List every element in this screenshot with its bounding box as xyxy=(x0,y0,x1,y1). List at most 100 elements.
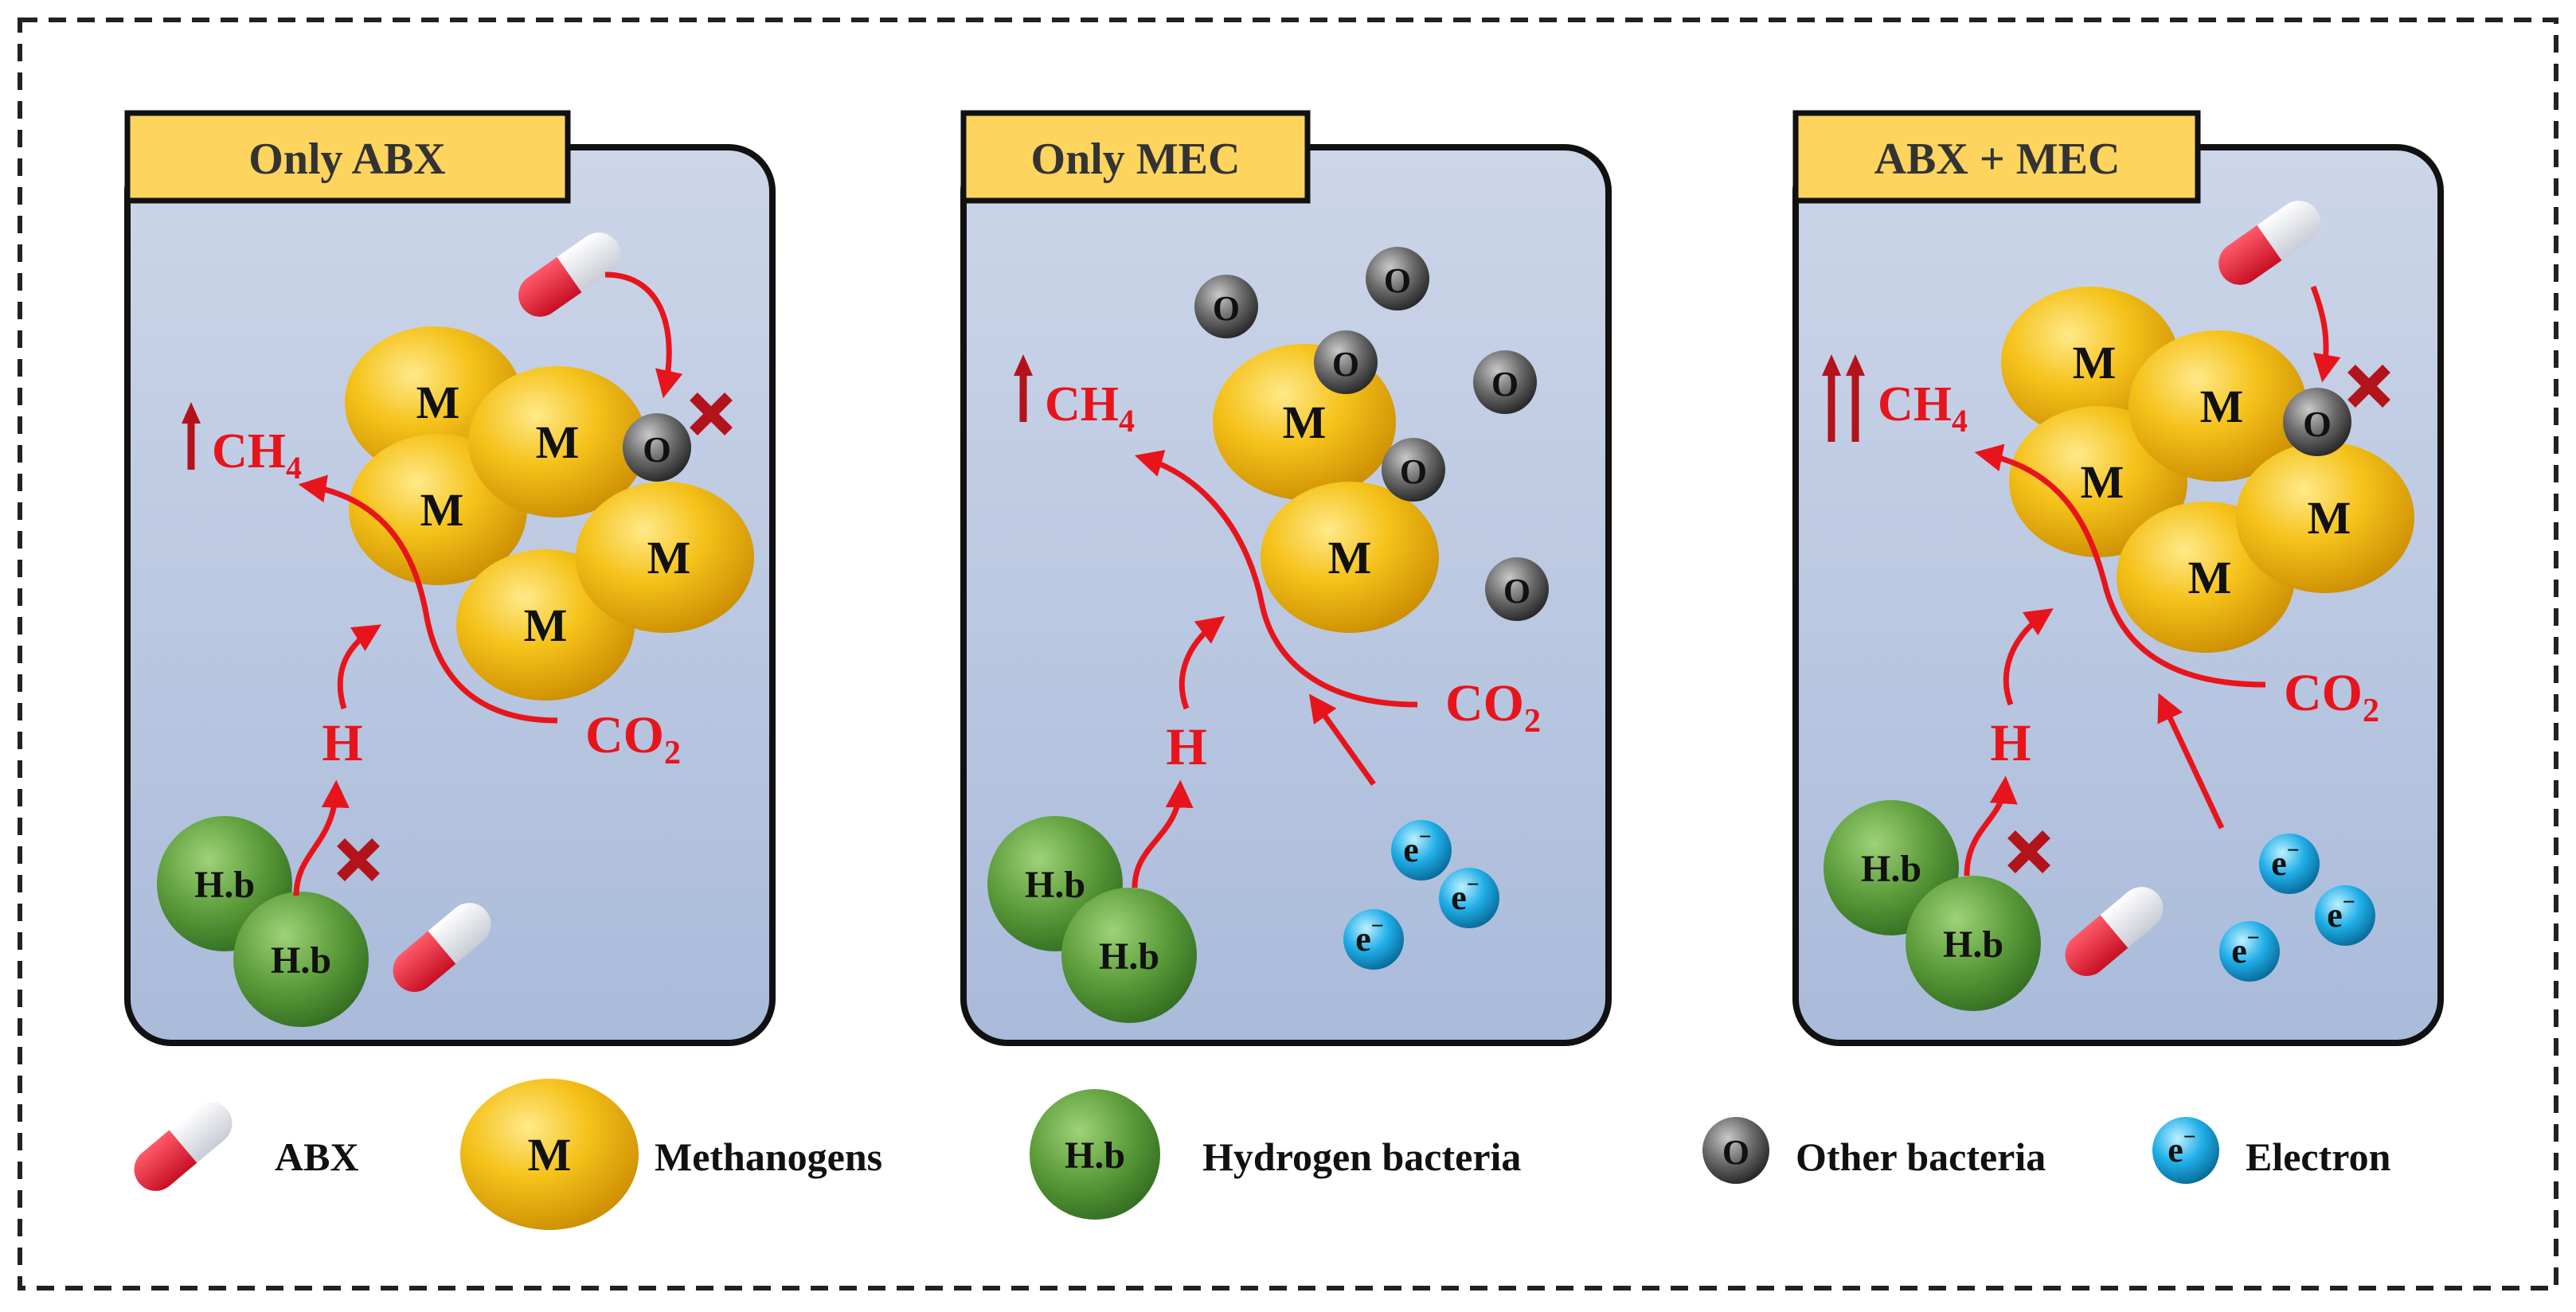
electron-label: e− xyxy=(1403,825,1432,869)
methanogen-label: M xyxy=(1283,396,1327,448)
legend: ABX M Methanogens H.b Hydrogen bacteria … xyxy=(125,1079,2391,1230)
electron-label: e− xyxy=(1355,914,1384,959)
methanogen-icon xyxy=(576,482,754,633)
abx-arrow xyxy=(604,271,683,399)
methanogen-label: M xyxy=(416,377,460,428)
other-bacteria-icon xyxy=(2283,388,2351,456)
electron-arrow xyxy=(1308,693,1376,787)
methanogen-label: M xyxy=(2081,456,2125,508)
methanogen-label: M xyxy=(536,416,580,468)
electron-label: e− xyxy=(1451,873,1480,917)
panel-title: Only MEC xyxy=(1031,135,1241,184)
methanogen-label: M xyxy=(1328,532,1372,584)
methanogen-label: M xyxy=(2200,381,2244,432)
panel-only-mec: Only MEC CH4 M M O O O O O O CO2 H H.b H… xyxy=(960,110,1612,1046)
h-to-methanogen-arrow xyxy=(1179,615,1225,710)
other-bacteria-icon xyxy=(1473,350,1537,414)
legend-methanogen-symbol: M xyxy=(528,1129,572,1181)
hydrogen-label: H xyxy=(1990,714,2031,772)
other-bacteria-label: O xyxy=(1384,261,1411,300)
other-bacteria-label: O xyxy=(1503,572,1530,611)
methanogen-label: M xyxy=(2188,552,2232,603)
other-bacteria-label: O xyxy=(1491,365,1519,404)
legend-electron-label: Electron xyxy=(2246,1134,2391,1179)
hydrogen-bacteria-label: H.b xyxy=(1861,848,1921,890)
hb-to-h-arrow xyxy=(293,779,350,896)
other-bacteria-icon xyxy=(1702,1117,1769,1184)
legend-hydrogen-label: Hydrogen bacteria xyxy=(1202,1134,1521,1179)
legend-other-symbol: O xyxy=(1722,1133,1749,1172)
electron-icon xyxy=(2152,1117,2219,1184)
electron-icon xyxy=(1391,820,1452,881)
legend-other-label: Other bacteria xyxy=(1796,1134,2046,1179)
ch4-label: CH4 xyxy=(1045,377,1135,439)
electron-icon xyxy=(2219,921,2280,982)
methanogen-icon xyxy=(2236,442,2414,593)
methanogen-cluster: M M M M M xyxy=(345,326,754,701)
co2-to-ch4-arrow xyxy=(298,474,558,724)
hydrogen-bacteria-label: H.b xyxy=(271,939,331,982)
electron-icon xyxy=(1343,909,1404,970)
methanogen-label: M xyxy=(2308,492,2351,544)
hydrogen-bacteria-label: H.b xyxy=(1943,923,2003,966)
other-bacteria-icon xyxy=(1382,438,1445,502)
methanogen-label: M xyxy=(2073,337,2117,389)
co2-to-ch4-arrow xyxy=(1974,443,2266,688)
panel-title-box xyxy=(960,110,1311,204)
electron-label: e− xyxy=(2327,890,2355,935)
other-bacteria-icon xyxy=(1194,275,1258,338)
hydrogen-bacteria-icon xyxy=(233,892,369,1027)
hb-to-h-arrow xyxy=(1132,779,1194,888)
ch4-label: CH4 xyxy=(212,424,302,486)
antibiotic-pill-icon xyxy=(125,1093,241,1200)
other-bacteria-label: O xyxy=(2303,404,2332,444)
hydrogen-bacteria-icon xyxy=(1061,888,1197,1023)
co2-label: CO2 xyxy=(1445,674,1541,740)
other-bacteria-label: O xyxy=(1332,345,1359,384)
methanogen-icon xyxy=(460,1079,639,1230)
hydrogen-bacteria-label: H.b xyxy=(1099,935,1159,978)
h-to-methanogen-arrow xyxy=(337,624,381,710)
electron-arrow xyxy=(2157,693,2225,830)
legend-hydrogen-symbol: H.b xyxy=(1065,1134,1125,1177)
hb-to-h-arrow xyxy=(1964,775,2018,877)
methanogen-cluster: M M M M M xyxy=(2001,287,2414,653)
abx-arrow xyxy=(2310,285,2341,383)
panel-title-box xyxy=(124,110,571,204)
panel-title: ABX + MEC xyxy=(1874,135,2121,184)
legend-methanogens-label: Methanogens xyxy=(655,1134,882,1179)
other-bacteria-label: O xyxy=(1400,452,1427,491)
legend-abx-label: ABX xyxy=(275,1134,359,1179)
methanogen-label: M xyxy=(524,599,568,651)
outer-border xyxy=(18,18,2558,1291)
panel-title: Only ABX xyxy=(248,135,445,184)
other-bacteria-icon xyxy=(623,413,691,482)
methanogen-icon xyxy=(468,366,647,517)
electron-icon xyxy=(2315,885,2375,946)
electron-icon xyxy=(1439,868,1499,928)
co2-label: CO2 xyxy=(585,706,681,771)
other-bacteria-label: O xyxy=(643,429,671,470)
other-bacteria-icon xyxy=(1485,557,1549,621)
electron-label: e− xyxy=(2271,838,2300,883)
co2-label: CO2 xyxy=(2284,664,2379,729)
panel-abx-mec: ABX + MEC CH4 M M M M M O CO2 H xyxy=(1792,110,2444,1046)
other-bacteria-icon xyxy=(1314,330,1378,394)
hydrogen-label: H xyxy=(1166,718,1206,776)
other-bacteria-icon xyxy=(1366,247,1429,310)
electron-label: e− xyxy=(2231,926,2260,970)
ch4-label: CH4 xyxy=(1878,377,1968,439)
co2-to-ch4-arrow xyxy=(1134,450,1418,708)
electron-icon xyxy=(2259,834,2320,894)
other-bacteria-label: O xyxy=(1213,289,1240,328)
legend-electron-symbol: e− xyxy=(2168,1125,2196,1169)
methanogen-label: M xyxy=(420,484,464,536)
panel-title-box xyxy=(1792,110,2201,204)
hydrogen-label: H xyxy=(322,714,362,772)
methanogen-icon xyxy=(1261,482,1439,633)
methanogen-label: M xyxy=(647,532,691,584)
panel-only-abx: Only ABX CH4 M M M M M O CO2 H xyxy=(124,110,776,1046)
methanogen-icon xyxy=(2128,330,2307,482)
